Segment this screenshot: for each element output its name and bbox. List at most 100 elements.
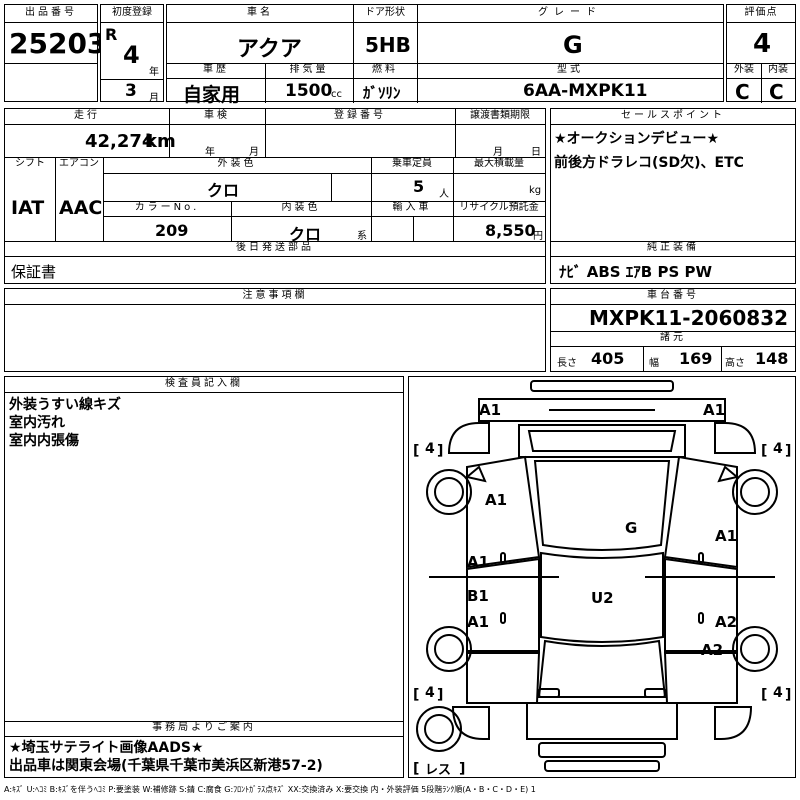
capacity-unit: 人	[439, 189, 449, 200]
tire-bracket-fr: [	[761, 443, 767, 459]
lot-number-label: 出品番号	[25, 7, 77, 18]
shift: IAT	[11, 197, 45, 219]
lot-number-box: 出品番号 25203	[4, 4, 106, 102]
mark-left-fender: A1	[485, 491, 508, 509]
displacement-label: 排気量	[289, 64, 329, 75]
inspector-line-2: 室内汚れ	[9, 415, 65, 431]
displacement-unit: cc	[331, 89, 342, 100]
era: R	[105, 25, 118, 44]
legend: A:ｷｽﾞ U:ﾍｺﾐ B:ｷｽﾞを伴うﾍｺﾐ P:要塗装 W:補修跡 S:錆 …	[4, 785, 536, 794]
sales-point-box: セールスポイント ★オークションデビュー★ 前後方ドラレコ(SD欠)、ETC 純…	[550, 108, 796, 284]
grade: G	[563, 31, 583, 59]
color-no: 209	[155, 221, 189, 240]
mark-left-front-door: A1	[467, 553, 490, 571]
shift-label: シフト	[15, 158, 45, 169]
transfer-label: 譲渡書類期限	[470, 110, 530, 121]
recycle-fee: 8,550	[485, 221, 536, 240]
spare-tire: レス	[425, 763, 452, 778]
fuel-label: 燃料	[372, 64, 398, 75]
spec-box: 走行 車検 登録番号 譲渡書類期限 42,274 km 年 月 月 日 シフト …	[4, 108, 546, 284]
history-label: 車歴	[203, 64, 229, 75]
year-unit: 年	[149, 67, 159, 78]
interior-color: クロ	[289, 225, 322, 244]
ac: AAC	[59, 197, 103, 219]
car-name: アクア	[237, 37, 302, 62]
score-label: 評価点	[744, 7, 778, 18]
recycle-unit: 円	[533, 231, 543, 242]
capacity: 5	[413, 177, 425, 196]
exterior-color: クロ	[207, 181, 240, 200]
mark-front-right: A1	[703, 401, 726, 419]
damage-diagram: [ ] [ ] [ ] [ ] [ ] A1 A1 A1 A1 B1 A1 A1…	[408, 376, 796, 778]
month-unit: 月	[149, 93, 159, 104]
mark-left-rear-door: A1	[467, 613, 490, 631]
reg-month: 3	[125, 81, 137, 101]
transfer-day-unit: 日	[531, 147, 541, 158]
model-label: 型式	[557, 64, 583, 75]
mark-left-rear-b: B1	[467, 587, 489, 605]
notes-box: 注意事項欄	[4, 288, 546, 372]
car-info-box: 車名 ドア形状 グレード アクア 5HB G 車歴 排気量 燃料 型式 自家用 …	[166, 4, 724, 106]
inspector-label: 検査員記入欄	[165, 378, 243, 389]
height: 148	[755, 349, 789, 368]
inspection-label: 車検	[204, 110, 230, 121]
tire-bracket-fl: [	[413, 443, 419, 459]
score: 4	[753, 29, 772, 59]
displacement: 1500	[285, 81, 333, 101]
dim-label: 諸元	[660, 332, 686, 343]
tire-front-right: 4	[773, 441, 783, 457]
chassis-box: 車台番号 MXPK11-2060832 諸元 長さ 405 幅 169 高さ 1…	[550, 288, 796, 372]
tire-rear-right: 4	[773, 685, 783, 701]
mark-right-rear-fender: A2	[701, 641, 724, 659]
mark-front-left: A1	[479, 401, 502, 419]
exterior-label: 外装	[734, 64, 754, 75]
later-parts: 保証書	[11, 263, 57, 281]
first-registration-box: 初度登録 R 4 年 3 月	[100, 4, 164, 104]
chassis-number: MXPK11-2060832	[589, 306, 789, 330]
tire-bracket-rl-close: ]	[437, 687, 443, 703]
door-label: ドア形状	[365, 7, 405, 18]
later-parts-label: 後日発送部品	[236, 242, 314, 253]
history: 自家用	[183, 84, 241, 106]
int-color-label: 内装色	[281, 202, 321, 213]
width: 169	[679, 349, 713, 368]
office-line-1: ★埼玉サテライト画像AADS★	[9, 740, 204, 756]
office-label: 事務局よりご案内	[152, 722, 256, 733]
tire-bracket-fr-close: ]	[785, 443, 791, 459]
mark-right-rear-door: A2	[715, 613, 738, 631]
mark-glass: G	[625, 519, 638, 537]
color-no-label: カラーNo.	[134, 202, 200, 213]
tire-bracket-rr-close: ]	[785, 687, 791, 703]
model: 6AA-MXPK11	[523, 81, 648, 101]
sales-point-line-1: ★オークションデビュー★	[554, 131, 720, 147]
car-outline: [ ] [ ] [ ] [ ] [ ]	[413, 380, 791, 777]
length-label: 長さ	[557, 358, 577, 369]
inspector-line-3: 室内内張傷	[9, 433, 79, 449]
load-label: 最大積載量	[474, 158, 524, 169]
inspector-line-1: 外装うすい線キズ	[9, 397, 121, 413]
fuel: ｶﾞｿﾘﾝ	[363, 84, 401, 102]
tire-bracket-fl-close: ]	[437, 443, 443, 459]
first-registration-label: 初度登録	[112, 7, 152, 18]
mark-roof: U2	[591, 589, 614, 607]
capacity-label: 乗車定員	[392, 158, 432, 169]
door-type: 5HB	[365, 33, 411, 57]
interior-grade: C	[769, 80, 784, 104]
score-box: 評価点 4 外装 内装 C C	[726, 4, 796, 104]
sales-point-label: セールスポイント	[621, 110, 725, 121]
lot-number: 25203	[9, 27, 107, 60]
mileage-unit: km	[145, 131, 176, 152]
sales-point-line-2: 前後方ドラレコ(SD欠)、ETC	[554, 155, 744, 171]
equipment: ﾅﾋﾞ ABS ｴｱB PS PW	[559, 263, 713, 281]
grade-label: グレード	[538, 7, 602, 18]
office-line-2: 出品車は関東会場(千葉県千葉市美浜区新港57-2)	[9, 758, 323, 774]
color-label: 外装色	[217, 158, 257, 169]
equipment-label: 純正装備	[647, 242, 699, 253]
inspector-box: 検査員記入欄 外装うすい線キズ 室内汚れ 室内内張傷 事務局よりご案内 ★埼玉サ…	[4, 376, 404, 778]
ac-label: エアコン	[59, 158, 99, 169]
inspection-month-unit: 月	[249, 147, 259, 158]
tire-bracket-rl: [	[413, 687, 419, 703]
spare-bracket-close: ]	[459, 761, 465, 777]
interior-label: 内装	[768, 64, 788, 75]
mileage-label: 走行	[74, 110, 100, 121]
